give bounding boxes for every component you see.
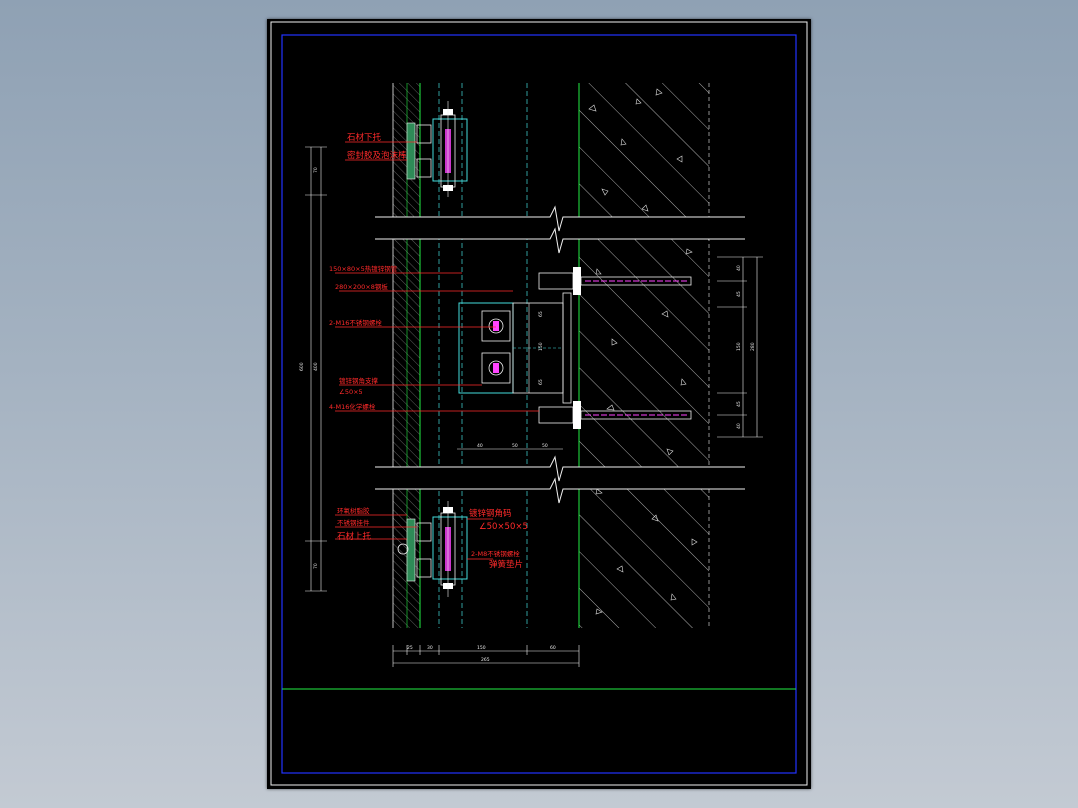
- concrete-wall: [579, 83, 709, 628]
- dim-bot-3: 150: [477, 645, 486, 651]
- steel-plate-assembly: [458, 292, 572, 404]
- concrete-aggregate: [588, 88, 698, 615]
- dim-right-1: 40: [736, 265, 742, 271]
- break-line-lower: [375, 455, 745, 504]
- outer-frame: [270, 21, 808, 786]
- dim-bot-1: 25: [407, 645, 413, 651]
- dim-bot-2: 30: [427, 645, 433, 651]
- label-angle-size: ∠50×5: [339, 388, 363, 396]
- label-ss-bolt-1: 2-M16不锈钢螺栓: [329, 318, 382, 327]
- label-gasket: 弹簧垫片: [489, 559, 523, 570]
- label-chem-anchor: 4-M16化学螺栓: [329, 402, 376, 411]
- dim-mid-2: 50: [512, 443, 518, 449]
- label-stone-upper-support: 石材上托: [337, 531, 372, 542]
- label-ss-hanger: 不锈钢挂件: [337, 518, 370, 527]
- dim-mid-1: 40: [477, 443, 483, 449]
- dim-bot-4: 60: [550, 645, 556, 651]
- inner-frame: [281, 34, 797, 774]
- dim-bot-total: 265: [481, 657, 490, 663]
- dim-right-4: 40: [736, 423, 742, 429]
- label-angle-bracket: 镀锌钢角支撑: [339, 376, 379, 385]
- cad-drawing: 石材下托 密封胶及泡沫棒 150×80×5热镀锌钢管 280×200×8钢板 2…: [270, 21, 808, 786]
- dim-plate-3: 65: [538, 379, 544, 385]
- dim-plate-2: 150: [538, 342, 544, 351]
- top-support-bracket: [406, 101, 468, 197]
- stone-panel: [393, 83, 420, 628]
- dim-left-top: 70: [313, 167, 319, 173]
- dim-left-outer: 600: [299, 362, 305, 371]
- dim-left-mid: 400: [313, 362, 319, 371]
- dim-mid-3: 50: [542, 443, 548, 449]
- dim-right-2: 45: [736, 291, 742, 297]
- dim-right-3: 45: [736, 401, 742, 407]
- chemical-anchor-top: [538, 267, 692, 295]
- label-ss-bolt-2: 2-M8不锈钢螺栓: [471, 549, 520, 558]
- dim-left-bottom: 70: [313, 563, 319, 569]
- label-steel-plate: 280×200×8钢板: [335, 282, 388, 291]
- label-stone-lower-support: 石材下托: [347, 132, 382, 143]
- break-line-upper: [375, 205, 745, 254]
- bottom-support-bracket: [397, 501, 468, 597]
- label-sealant: 密封胶及泡沫棒: [347, 150, 407, 161]
- chemical-anchor-bottom: [538, 401, 692, 429]
- label-epoxy: 环氧树脂胶: [337, 506, 370, 515]
- drawing-sheet: 石材下托 密封胶及泡沫棒 150×80×5热镀锌钢管 280×200×8钢板 2…: [267, 19, 811, 789]
- dim-right-inner: 150: [736, 342, 742, 351]
- dim-right-total: 280: [750, 342, 756, 351]
- label-galv-angle: 镀锌钢角码: [469, 508, 512, 519]
- leader-lines: [335, 141, 539, 560]
- dim-plate-1: 65: [538, 311, 544, 317]
- dimension-lines: [305, 146, 763, 667]
- label-steel-tube: 150×80×5热镀锌钢管: [329, 264, 398, 273]
- label-galv-angle-size: ∠50×50×5: [479, 522, 528, 532]
